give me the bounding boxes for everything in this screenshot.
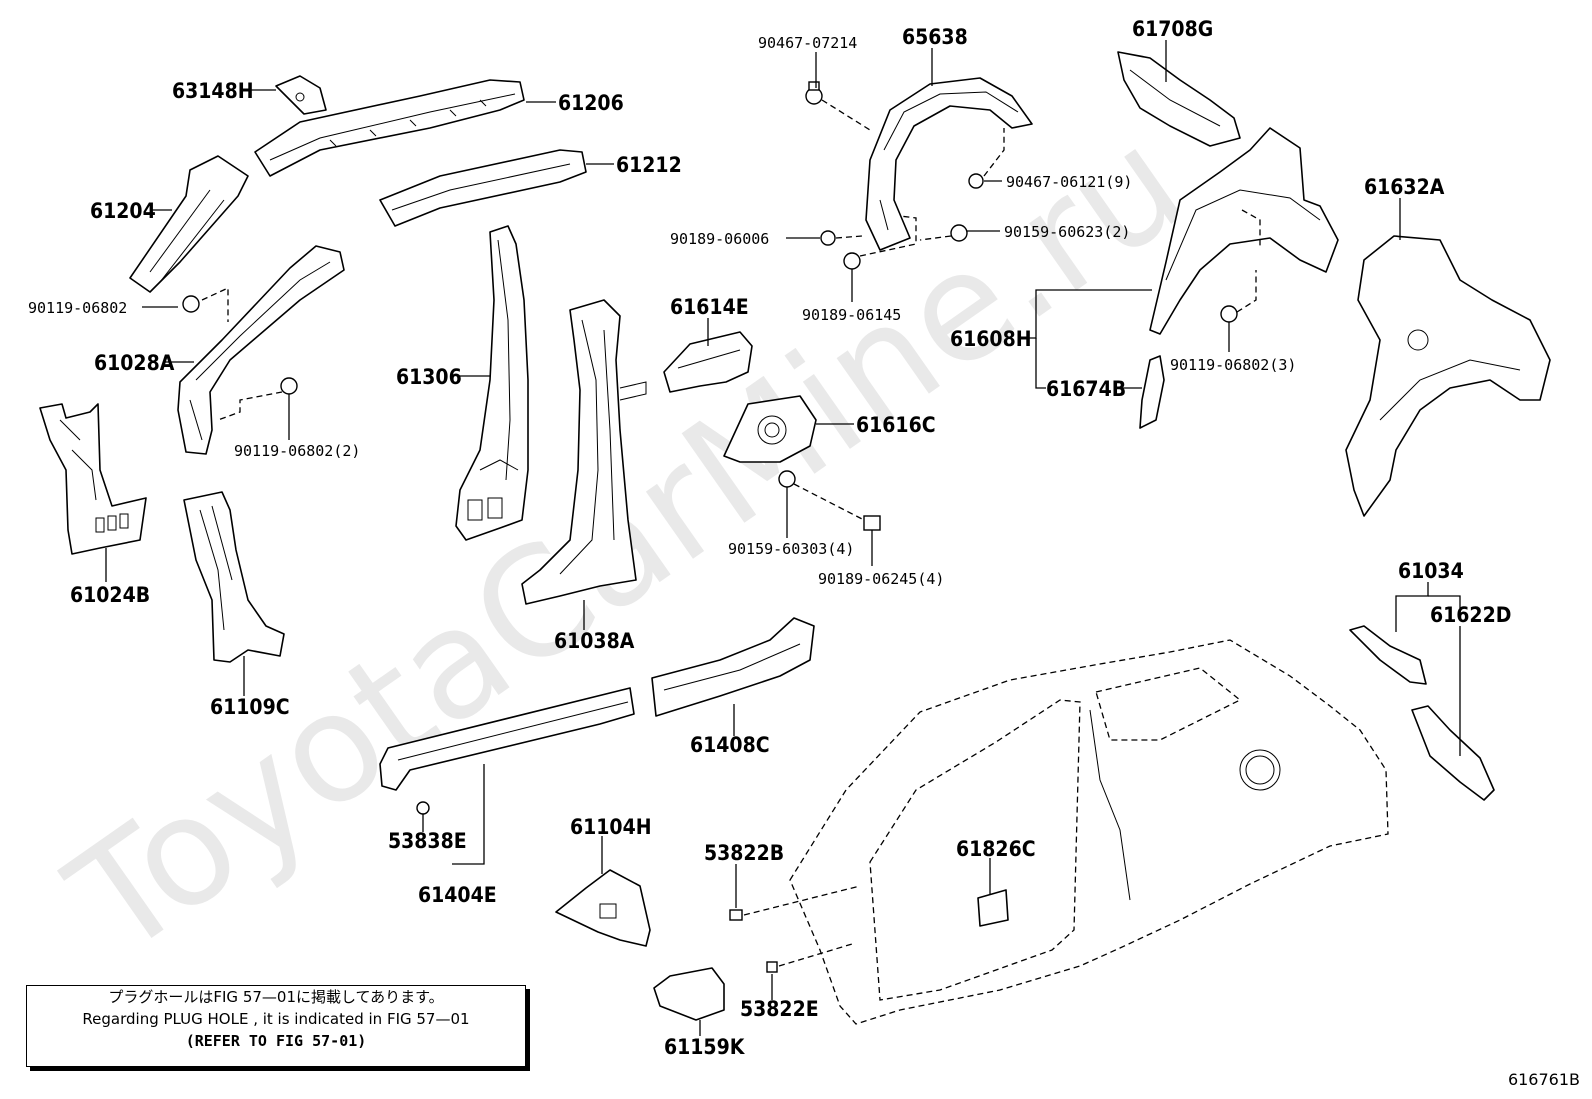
body-side-outer (789, 639, 1389, 1025)
label-63148H: 63148H (172, 79, 254, 103)
part-61708G[interactable] (1117, 51, 1241, 147)
label-61408C: 61408C (690, 733, 770, 757)
note-line-jp: プラグホールはFIG 57—01に掲載してあります。 (108, 988, 444, 1006)
label-90159-60303: 90159-60303(4) (728, 540, 854, 558)
label-90189-06145: 90189-06145 (802, 306, 901, 324)
part-61109C[interactable] (183, 491, 285, 663)
label-61306: 61306 (396, 365, 462, 389)
label-61204: 61204 (90, 199, 156, 223)
label-65638: 65638 (902, 25, 968, 49)
part-61616C[interactable] (723, 395, 817, 463)
label-61826C: 61826C (956, 837, 1036, 861)
figure-code: 616761B (1507, 1070, 1580, 1089)
plug-53822B[interactable] (729, 909, 743, 921)
plug-53822E[interactable] (766, 961, 778, 973)
label-61622D: 61622D (1430, 603, 1511, 627)
part-61632A[interactable] (1345, 235, 1551, 517)
label-61028A: 61028A (94, 351, 175, 375)
label-90119-06802-3: 90119-06802(3) (1170, 356, 1296, 374)
part-61408C[interactable] (651, 617, 815, 717)
label-90467-06121: 90467-06121(9) (1006, 173, 1132, 191)
part-61212[interactable] (379, 149, 587, 227)
bolt-90119-06802[interactable] (182, 295, 200, 313)
part-61404E[interactable] (379, 687, 635, 791)
label-61632A: 61632A (1364, 175, 1445, 199)
part-61622D[interactable] (1411, 705, 1495, 801)
label-61608H: 61608H (950, 327, 1032, 351)
label-90189-06245: 90189-06245(4) (818, 570, 944, 588)
label-53822E: 53822E (740, 997, 819, 1021)
part-61674B[interactable] (1139, 355, 1165, 429)
label-90467-07214: 90467-07214 (758, 34, 857, 52)
part-61826C[interactable] (977, 889, 1009, 927)
label-61159K: 61159K (664, 1035, 746, 1059)
clip-90467-06121[interactable] (968, 173, 984, 189)
bolt-90119-06802-2[interactable] (280, 377, 298, 395)
bolt-90159-60623[interactable] (950, 224, 968, 242)
part-61028A[interactable] (177, 245, 345, 455)
bolt-90159-60303[interactable] (778, 470, 796, 488)
bolt-90119-06802-3[interactable] (1220, 305, 1238, 323)
bolt-90189-06145[interactable] (843, 252, 861, 270)
part-61206[interactable] (254, 79, 525, 177)
label-61104H: 61104H (570, 815, 652, 839)
part-61104H[interactable] (555, 869, 651, 947)
part-61614E[interactable] (663, 331, 753, 393)
note-box: プラグホールはFIG 57—01に掲載してあります。 Regarding PLU… (26, 985, 526, 1067)
part-61034[interactable] (1349, 625, 1427, 685)
part-61038A[interactable] (521, 299, 637, 605)
clip-53838E[interactable] (416, 801, 430, 815)
part-61306[interactable] (455, 225, 529, 541)
label-90189-06006: 90189-06006 (670, 230, 769, 248)
label-90159-60623: 90159-60623(2) (1004, 223, 1130, 241)
label-61616C: 61616C (856, 413, 936, 437)
bolt-90189-06006[interactable] (820, 230, 836, 246)
note-line-ref: (REFER TO FIG 57-01) (185, 1032, 367, 1050)
label-61614E: 61614E (670, 295, 749, 319)
label-53838E: 53838E (388, 829, 467, 853)
label-61109C: 61109C (210, 695, 290, 719)
label-90119-06802: 90119-06802 (28, 299, 127, 317)
label-61708G: 61708G (1132, 17, 1213, 41)
part-61204[interactable] (129, 155, 249, 293)
label-61212: 61212 (616, 153, 682, 177)
label-61404E: 61404E (418, 883, 497, 907)
note-line-en: Regarding PLUG HOLE , it is indicated in… (82, 1010, 470, 1028)
label-61024B: 61024B (70, 583, 150, 607)
bolt-90467-07214[interactable] (805, 81, 823, 105)
part-63148H[interactable] (275, 75, 327, 115)
label-61674B: 61674B (1046, 377, 1126, 401)
bolt-90189-06245[interactable] (863, 515, 881, 531)
label-53822B: 53822B (704, 841, 784, 865)
label-61206: 61206 (558, 91, 624, 115)
part-61608H[interactable] (1149, 127, 1339, 335)
label-61038A: 61038A (554, 629, 635, 653)
label-61034: 61034 (1398, 559, 1464, 583)
part-65638[interactable] (865, 77, 1033, 251)
part-61159K[interactable] (653, 967, 725, 1021)
label-90119-06802-2: 90119-06802(2) (234, 442, 360, 460)
